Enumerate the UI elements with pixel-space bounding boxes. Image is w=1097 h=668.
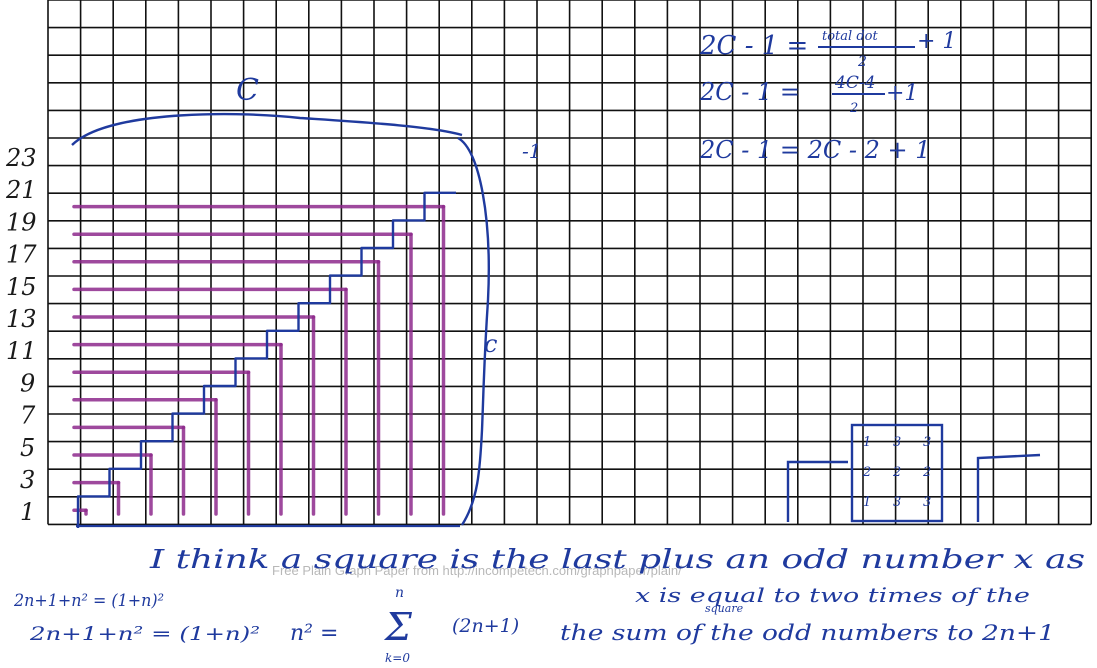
- note-line-1: I think a square is the last plus an odd…: [149, 545, 1085, 575]
- sum-formula-left: n² =: [290, 621, 338, 646]
- odd-number-label: 7: [20, 402, 36, 430]
- note-line-3-insert: square: [705, 602, 744, 615]
- eq1-numerator: total dot: [822, 29, 878, 44]
- eq1-left: 2C - 1 =: [699, 31, 808, 61]
- small-square-cell: 2: [922, 465, 931, 480]
- minus-one-label: -1: [522, 139, 541, 163]
- note-line-2: x is equal to two times of the: [635, 583, 1030, 607]
- odd-number-label: 11: [6, 337, 37, 365]
- odd-number-label: 9: [20, 369, 35, 397]
- small-square-cell: 3: [923, 435, 931, 450]
- odd-number-label: 1: [20, 498, 35, 526]
- note-line-3: the sum of the odd numbers to 2n+1: [560, 621, 1055, 645]
- odd-number-label: 21: [5, 176, 37, 204]
- odd-number-label: 19: [6, 208, 37, 236]
- odd-number-label: 13: [6, 305, 37, 333]
- sum-term: (2n+1): [452, 615, 519, 637]
- small-square-cell: 2: [892, 465, 901, 480]
- right-c-label: c: [484, 330, 497, 358]
- eq2-right: +1: [886, 81, 918, 106]
- top-c-label: C: [236, 73, 259, 108]
- small-square-cell: 3: [893, 495, 901, 510]
- small-square-cell: 1: [863, 435, 871, 450]
- eq3: 2C - 1 = 2C - 2 + 1: [699, 136, 931, 164]
- sum-lower-limit: k=0: [385, 651, 410, 665]
- small-square-cell: 2: [862, 465, 871, 480]
- eq2-denominator: 2: [849, 101, 858, 116]
- small-square-diagram: 1 3 3 2 2 2 1 3 3: [852, 425, 942, 521]
- odd-number-label: 15: [6, 273, 37, 301]
- formula-2: 2n+1+n² = (1+n)²: [29, 623, 260, 645]
- small-square-cell: 3: [923, 495, 931, 510]
- eq1-right: + 1: [917, 29, 956, 54]
- odd-number-label: 3: [20, 466, 35, 494]
- eq1-denominator: 2: [857, 54, 867, 70]
- small-square-cell: 1: [863, 495, 871, 510]
- formula-1: 2n+1+n² = (1+n)²: [13, 591, 164, 611]
- small-square-cell: 3: [893, 435, 901, 450]
- eq2-left: 2C - 1 =: [699, 78, 800, 106]
- eq2-numerator: 4C-4: [834, 73, 875, 93]
- sum-upper-limit: n: [395, 585, 404, 601]
- odd-number-label: 5: [20, 434, 35, 462]
- odd-number-label: 17: [6, 241, 37, 269]
- odd-number-label: 23: [5, 144, 37, 172]
- sigma-symbol: Σ: [383, 605, 413, 649]
